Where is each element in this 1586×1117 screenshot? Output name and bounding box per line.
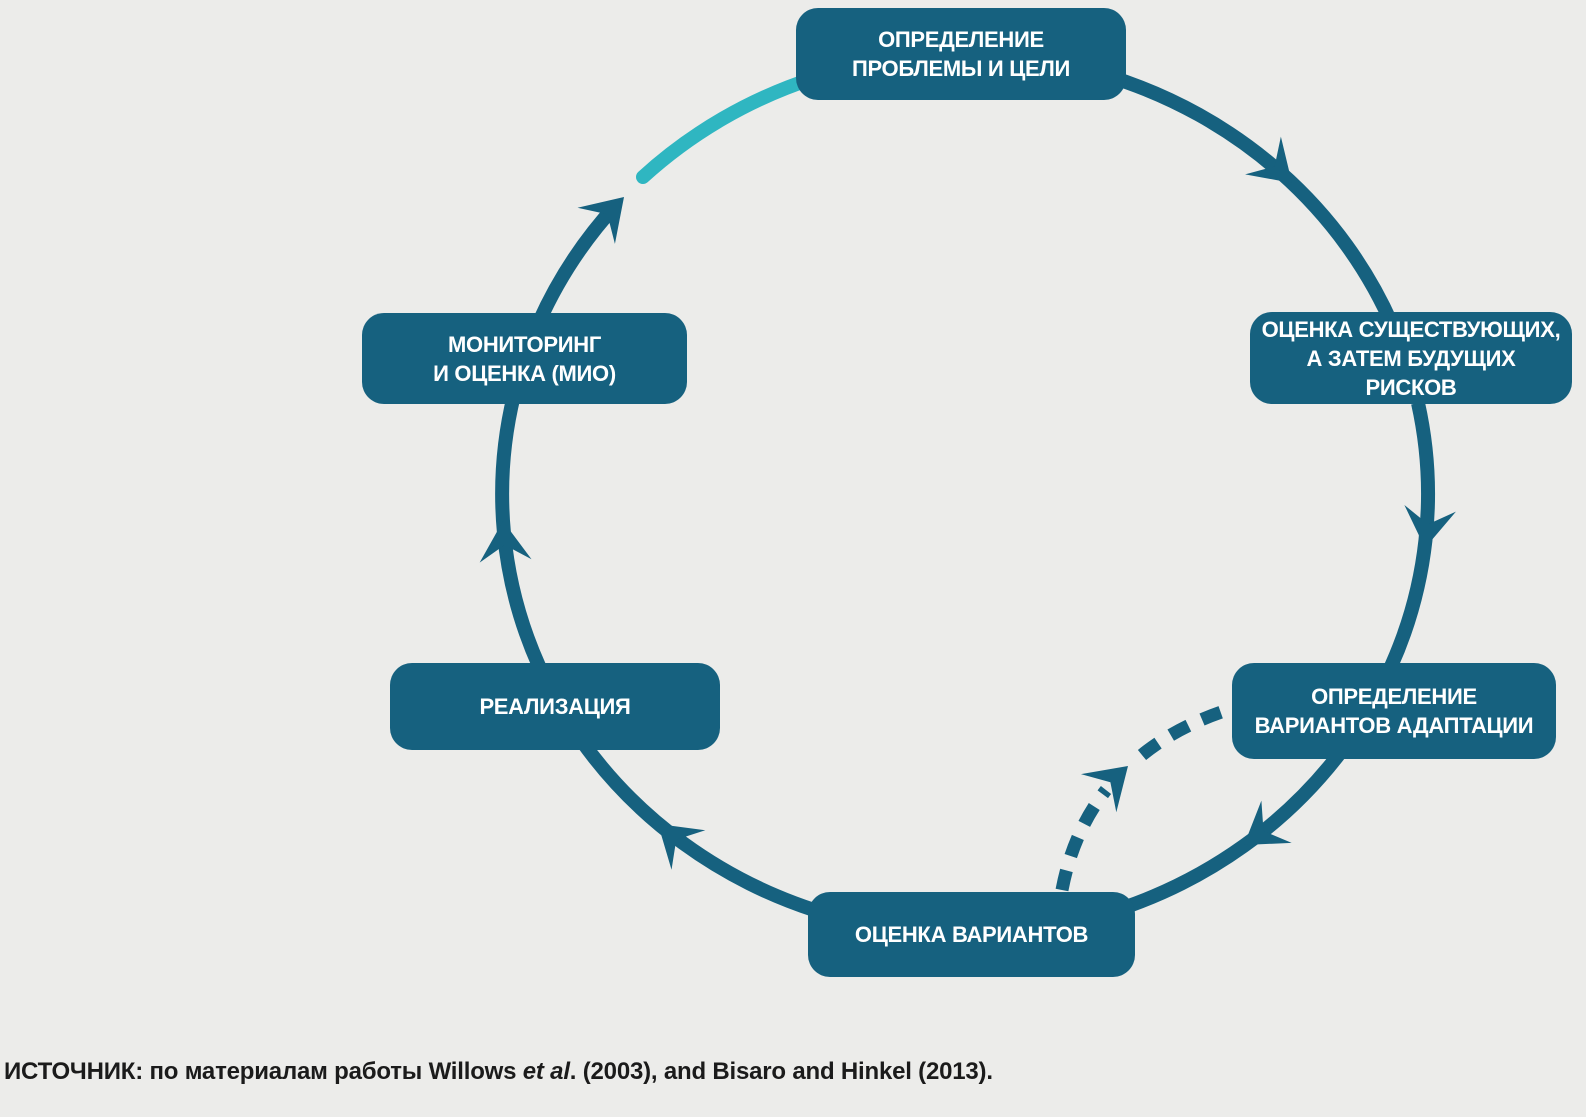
node-label-line: РЕАЛИЗАЦИЯ xyxy=(479,694,631,719)
caption-text: ИСТОЧНИК: по материалам работы Willows xyxy=(4,1058,523,1085)
node-identify-adaptation-options: ОПРЕДЕЛЕНИЕ ВАРИАНТОВ АДАПТАЦИИ xyxy=(1232,663,1556,759)
node-label-line: А ЗАТЕМ БУДУЩИХ РИСКОВ xyxy=(1306,345,1516,400)
node-evaluate-options: ОЦЕНКА ВАРИАНТОВ xyxy=(808,892,1135,977)
node-label-line: ОПРЕДЕЛЕНИЕ xyxy=(878,27,1044,52)
node-label-line: И ОЦЕНКА (МИО) xyxy=(433,360,616,386)
arc-feedback-dashed-upper xyxy=(1137,700,1239,761)
arrowhead-feedback-dashed xyxy=(1080,746,1146,813)
node-define-problem-goals: ОПРЕДЕЛЕНИЕ ПРОБЛЕМЫ И ЦЕЛИ xyxy=(796,8,1126,100)
arc-evaluate-to-implementation xyxy=(575,735,817,917)
node-monitoring-evaluation: МОНИТОРИНГ И ОЦЕНКА (МИО) xyxy=(362,313,687,404)
arc-define-to-risks xyxy=(1105,69,1401,332)
node-label-line: ПРОБЛЕМЫ И ЦЕЛИ xyxy=(851,56,1071,81)
arc-monitoring-to-define-dark xyxy=(532,200,622,325)
node-implementation: РЕАЛИЗАЦИЯ xyxy=(390,663,720,750)
arc-options-to-evaluate xyxy=(1120,748,1346,915)
node-label-line: ОЦЕНКА ВАРИАНТОВ xyxy=(854,922,1089,947)
node-label-line: ВАРИАНТОВ АДАПТАЦИИ xyxy=(1254,713,1534,738)
caption-italic-et-al: et al xyxy=(522,1058,570,1085)
node-label-line: ОЦЕНКА СУЩЕСТВУЮЩИХ, xyxy=(1261,316,1561,342)
node-assess-risks: ОЦЕНКА СУЩЕСТВУЮЩИХ, А ЗАТЕМ БУДУЩИХ РИС… xyxy=(1250,312,1572,404)
node-label-line: МОНИТОРИНГ xyxy=(448,331,601,357)
arc-monitoring-to-define-cyan xyxy=(636,71,821,184)
caption-text: . (2003), and Bisaro and Hinkel (2013). xyxy=(569,1058,993,1085)
arc-feedback-dashed-lower xyxy=(1055,785,1112,892)
node-label-line: ОПРЕДЕЛЕНИЕ xyxy=(1311,684,1477,709)
source-caption: ИСТОЧНИК: по материалам работы Willows e… xyxy=(4,1058,993,1086)
